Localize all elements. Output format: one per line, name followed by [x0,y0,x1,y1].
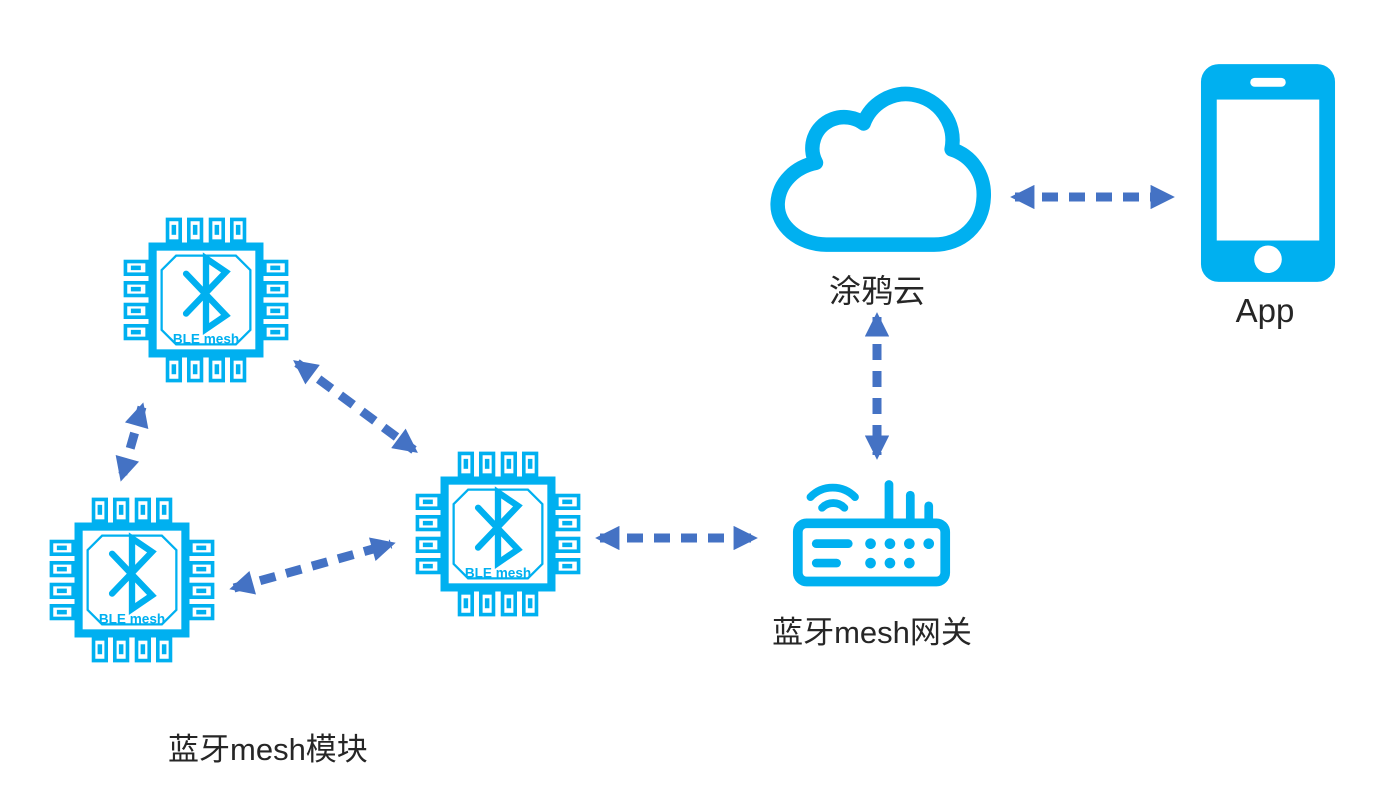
cloud-label: 涂鸦云 [828,273,926,309]
app-node [1199,62,1337,284]
phone-icon [1200,64,1336,282]
arrow-chip-top-chip-bottom [115,402,149,482]
app-label: App [1235,292,1295,329]
chip-icon: BLE mesh [46,488,218,672]
gateway-node [792,477,952,589]
gateway-icon [792,480,951,587]
gateway-label: 蓝牙mesh网关 [772,615,972,650]
arrow-chip-bottom-chip-center [229,537,396,595]
ble-mesh-module-top: BLE mesh [120,208,292,392]
chip-label: BLE mesh [465,565,531,580]
mesh-modules-group-label: 蓝牙mesh模块 [168,732,368,767]
wifi-icon [818,499,849,512]
cloud-node [758,86,992,252]
chip-label: BLE mesh [99,611,165,626]
chip-icon: BLE mesh [412,442,584,626]
chip-label: BLE mesh [173,331,239,346]
cloud-icon [770,86,991,252]
ble-mesh-module-center: BLE mesh [412,442,584,626]
arrow-chip-top-chip-center [293,359,418,454]
ble-mesh-module-bottom: BLE mesh [46,488,218,672]
chip-icon: BLE mesh [120,208,292,392]
